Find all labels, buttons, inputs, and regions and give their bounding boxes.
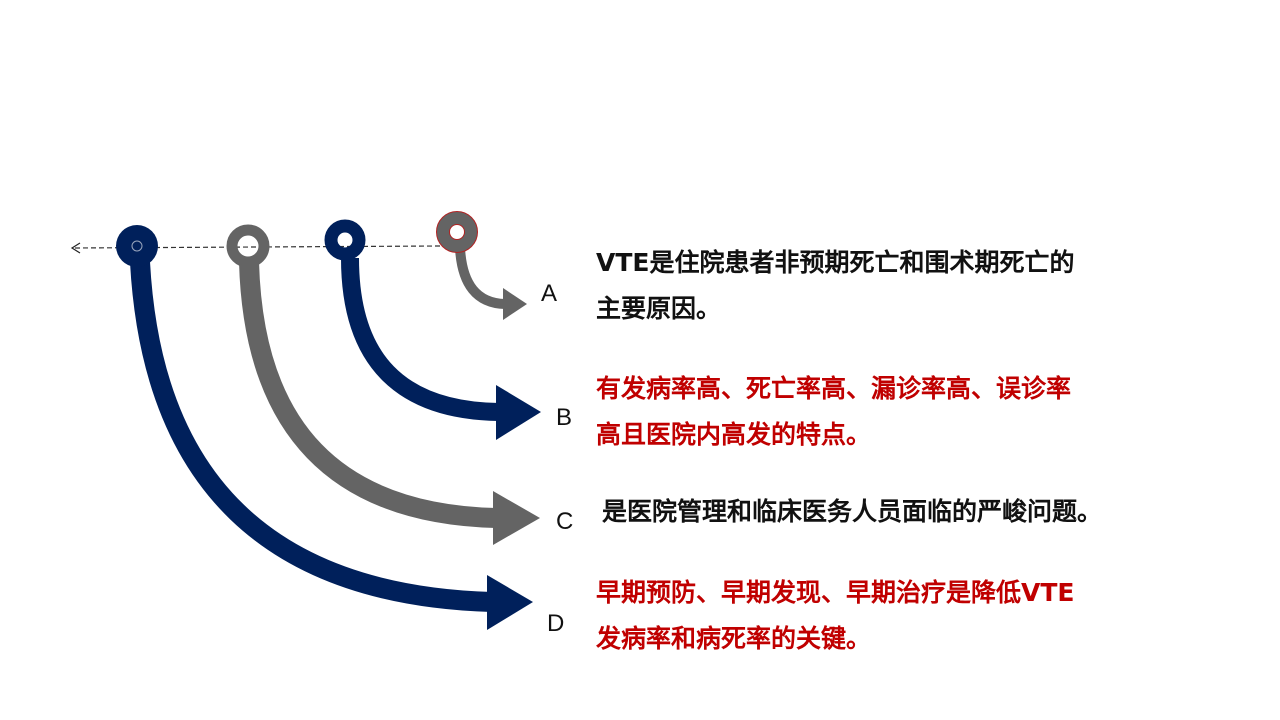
- label-a: A: [541, 280, 558, 307]
- curve-arrow-d: [130, 261, 493, 612]
- node-a-inner-outline: [449, 224, 465, 240]
- text-d-line-2: 发病率和病死率的关键。: [596, 624, 872, 653]
- arrowhead-b-icon: [496, 385, 541, 440]
- text-a-line-2: 主要原因。: [596, 294, 722, 323]
- text-c: 是医院管理和临床医务人员面临的严峻问题。: [602, 489, 1182, 535]
- node-b: [324, 219, 366, 261]
- text-a-line-1: VTE是住院患者非预期死亡和围术期死亡的: [596, 248, 1075, 277]
- arrowhead-d-icon: [487, 575, 533, 630]
- curve-arrow-a: [455, 247, 506, 309]
- label-d: D: [547, 610, 565, 637]
- timeline-arrowhead-icon: [70, 242, 81, 254]
- text-b-line-1: 有发病率高、死亡率高、漏诊率高、误诊率: [596, 374, 1072, 403]
- arrowhead-c-icon: [493, 491, 540, 545]
- label-c: C: [556, 508, 574, 535]
- curve-arrow-b: [341, 257, 500, 421]
- text-b: 有发病率高、死亡率高、漏诊率高、误诊率 高且医院内高发的特点。: [596, 366, 1176, 458]
- label-b: B: [556, 404, 573, 431]
- text-a: VTE是住院患者非预期死亡和围术期死亡的 主要原因。: [596, 240, 1176, 332]
- arrowhead-a-icon: [503, 288, 527, 320]
- node-a: [436, 211, 478, 253]
- curve-arrow-c: [239, 261, 497, 528]
- text-b-line-2: 高且医院内高发的特点。: [596, 420, 872, 449]
- node-c: [226, 224, 270, 268]
- text-d: 早期预防、早期发现、早期治疗是降低VTE 发病率和病死率的关键。: [596, 570, 1176, 662]
- node-d: [116, 225, 158, 267]
- text-d-line-1: 早期预防、早期发现、早期治疗是降低VTE: [596, 578, 1075, 607]
- text-c-line-1: 是医院管理和临床医务人员面临的严峻问题。: [602, 497, 1103, 526]
- node-d-hole: [131, 240, 143, 252]
- node-a-outline: [436, 211, 478, 253]
